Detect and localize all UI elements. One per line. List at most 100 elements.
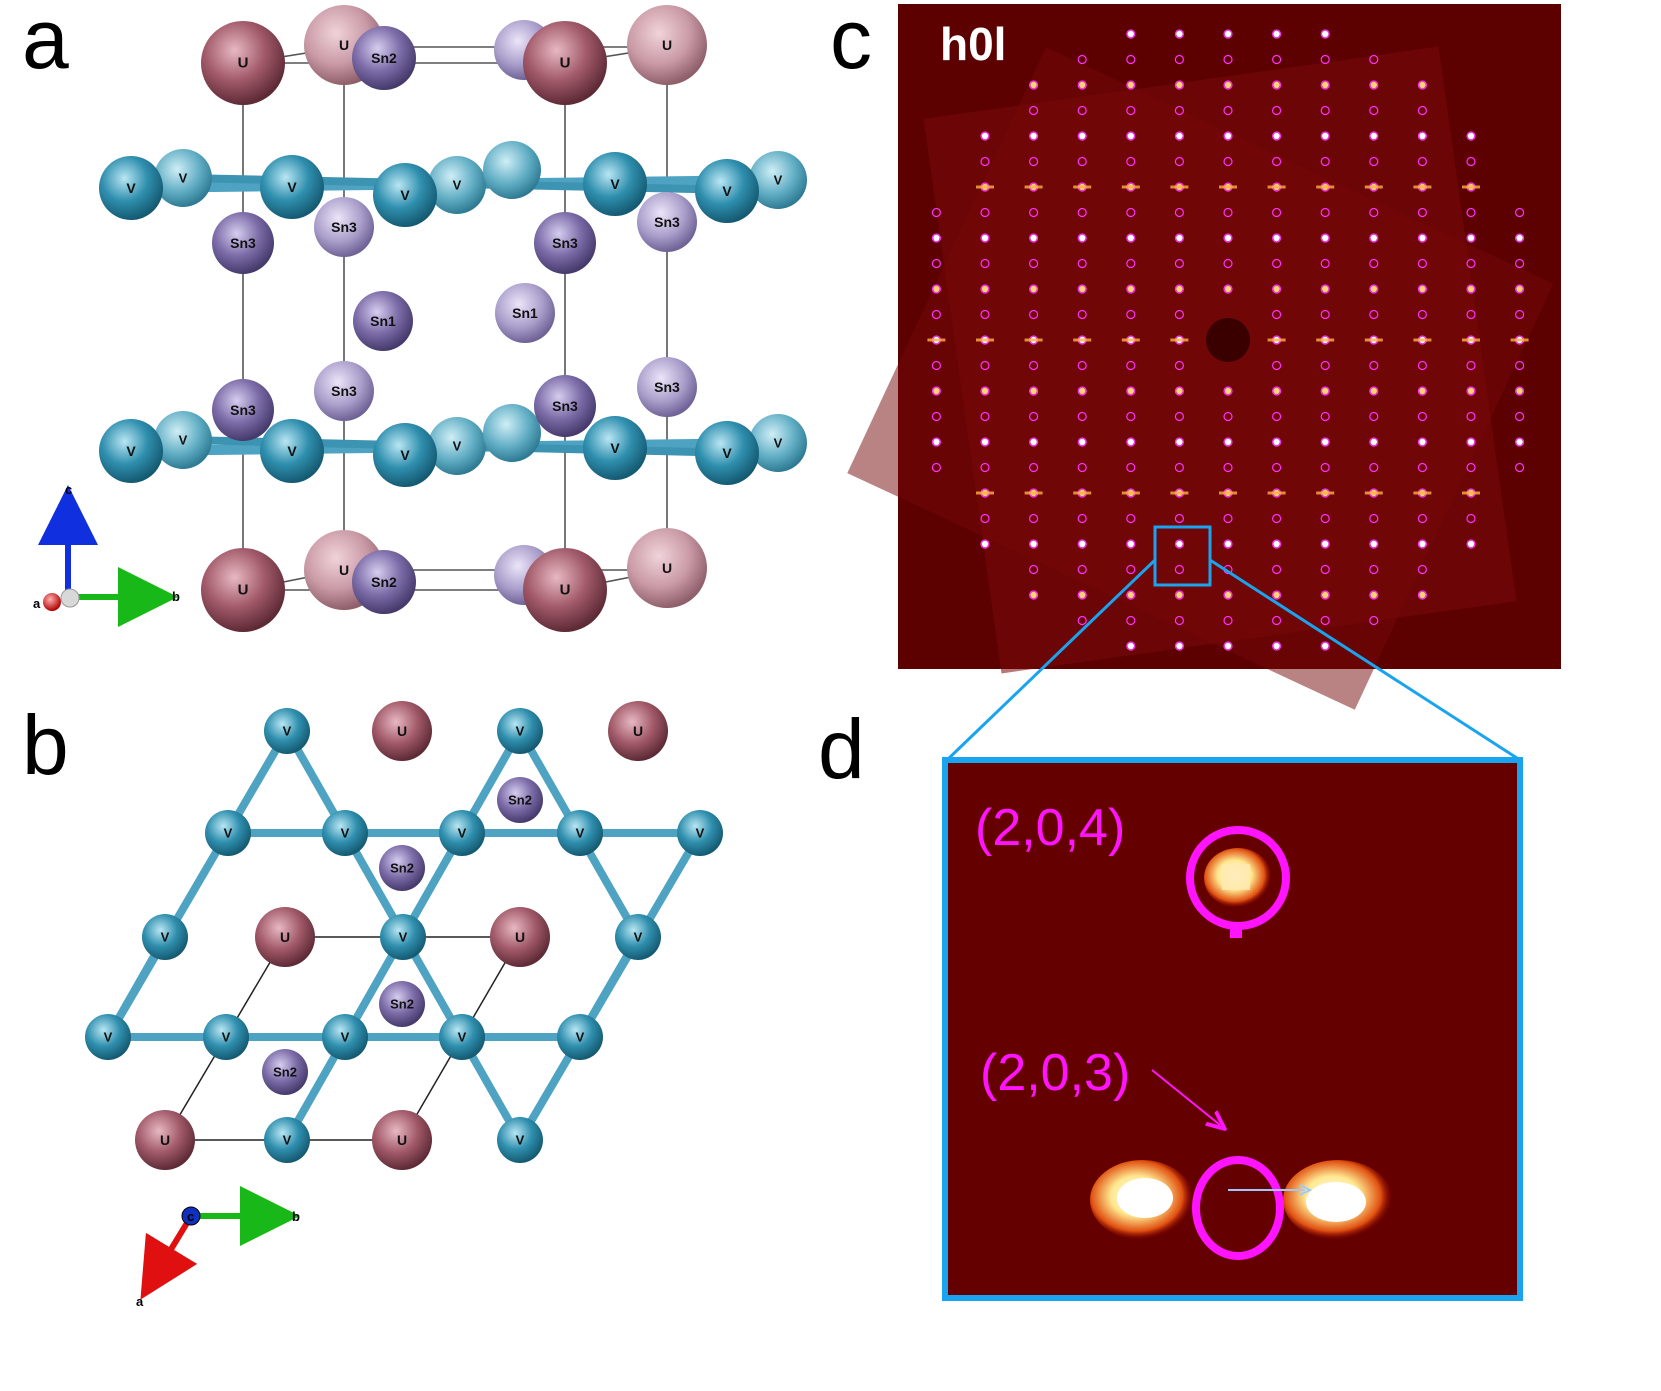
satellite-streak: [1170, 338, 1189, 342]
svg-text:Sn1: Sn1: [370, 313, 396, 329]
bragg-spot: [1419, 81, 1426, 89]
svg-text:U: U: [160, 1132, 170, 1148]
bragg-spot: [1224, 540, 1232, 548]
spot-marker: [1320, 207, 1330, 218]
svg-text:U: U: [560, 582, 571, 599]
spot-marker: [1369, 360, 1379, 371]
svg-text:U: U: [397, 723, 407, 739]
spot-marker: [1028, 386, 1039, 396]
spot-marker: [1271, 284, 1282, 294]
spot-marker: [1174, 615, 1185, 626]
spot-marker: [931, 462, 942, 473]
spot-marker: [1320, 233, 1330, 243]
axis-triad-b: c b a: [136, 1186, 300, 1309]
spot-marker: [1077, 615, 1087, 626]
svg-text:V: V: [224, 826, 233, 841]
spot-marker: [1369, 233, 1379, 243]
spot-marker: [1126, 29, 1136, 39]
bragg-spot: [1224, 81, 1232, 89]
spot-marker: [980, 462, 990, 473]
spot-marker: [1320, 131, 1330, 141]
spot-marker: [1417, 258, 1428, 269]
svg-text:V: V: [634, 930, 643, 945]
diffraction-spots: [927, 29, 1529, 651]
spot-marker: [1417, 233, 1428, 243]
panel-label-b: b: [22, 698, 69, 792]
spot-marker: [1223, 437, 1233, 447]
atom-Sn3-6: Sn3: [637, 357, 697, 417]
spot-marker: [1174, 539, 1185, 549]
atom-Sn2-b-4: Sn2: [262, 1049, 308, 1095]
zoom-box: [1153, 525, 1212, 587]
spot-marker: [1223, 386, 1233, 396]
spot-marker: [1271, 386, 1282, 396]
bragg-spot: [1079, 132, 1086, 140]
spot-marker: [1028, 590, 1039, 600]
svg-text:V: V: [453, 178, 462, 193]
spot-marker: [1077, 360, 1087, 371]
bragg-spot: [1127, 540, 1135, 548]
bragg-spot: [1273, 642, 1280, 650]
spot-marker: [1077, 105, 1087, 116]
bragg-spot: [1273, 285, 1280, 293]
bragg-spot: [1273, 540, 1280, 548]
panel-c: c h0l: [830, 0, 1561, 710]
svg-text:U: U: [280, 929, 290, 945]
svg-text:V: V: [453, 439, 462, 454]
satellite-streak: [1462, 185, 1480, 189]
bragg-spot: [1419, 387, 1426, 395]
bragg-spot: [1419, 132, 1426, 140]
bragg-spot: [1322, 30, 1329, 38]
svg-text:U: U: [662, 37, 672, 53]
atom-U-b-4: U: [490, 907, 550, 967]
spot-marker: [1271, 156, 1282, 167]
bragg-spot: [1419, 540, 1426, 548]
spot-marker: [1417, 156, 1428, 167]
satellite-streak: [1219, 491, 1237, 495]
spot-marker: [1077, 564, 1087, 575]
spot-marker: [1028, 80, 1039, 90]
spot-marker: [1320, 360, 1330, 371]
spot-marker: [1028, 207, 1039, 218]
bragg-spot: [1127, 387, 1135, 395]
spot-marker: [1174, 590, 1185, 600]
spot-marker: [1028, 462, 1039, 473]
spot-marker: [1271, 105, 1282, 116]
bragg-spot: [981, 132, 989, 140]
spot-marker: [1126, 411, 1136, 422]
svg-text:Sn2: Sn2: [371, 50, 397, 66]
atom-U-b-6: U: [372, 1110, 432, 1170]
satellite-streak: [1024, 491, 1043, 495]
satellite-streak: [1316, 338, 1335, 342]
atom-U-b-5: U: [135, 1110, 195, 1170]
spot-marker: [1126, 462, 1136, 473]
svg-text:U: U: [339, 37, 349, 53]
atom-U-back-bottom-2: U: [627, 528, 707, 608]
satellite-streak: [1121, 338, 1140, 342]
spot-marker: [1369, 309, 1379, 320]
atom-U-top-2: U: [523, 21, 607, 105]
bragg-spot: [1419, 438, 1426, 446]
spot-marker: [1174, 437, 1185, 447]
spot-marker: [1369, 411, 1379, 422]
spot-marker: [1369, 437, 1379, 447]
spot-marker: [1514, 462, 1525, 473]
svg-text:U: U: [662, 560, 672, 576]
svg-text:U: U: [560, 55, 571, 72]
bragg-spot: [1322, 642, 1329, 650]
svg-text:Sn3: Sn3: [331, 219, 357, 235]
bragg-spot: [1127, 30, 1135, 38]
spot-marker: [1077, 80, 1087, 90]
bragg-spot: [1467, 438, 1475, 446]
svg-text:V: V: [222, 1030, 231, 1045]
bragg-spot: [1322, 81, 1329, 89]
spot-marker: [1271, 615, 1282, 626]
spot-marker: [931, 233, 942, 243]
v-atoms-b: V V V V V V V V V V V V V V V V V: [85, 708, 723, 1163]
spot-marker: [1320, 437, 1330, 447]
spot-marker: [980, 437, 990, 447]
bragg-spot: [1224, 30, 1232, 38]
bragg-spot: [1030, 540, 1037, 548]
bragg-spot: [1030, 81, 1037, 89]
svg-text:Sn3: Sn3: [230, 235, 256, 251]
